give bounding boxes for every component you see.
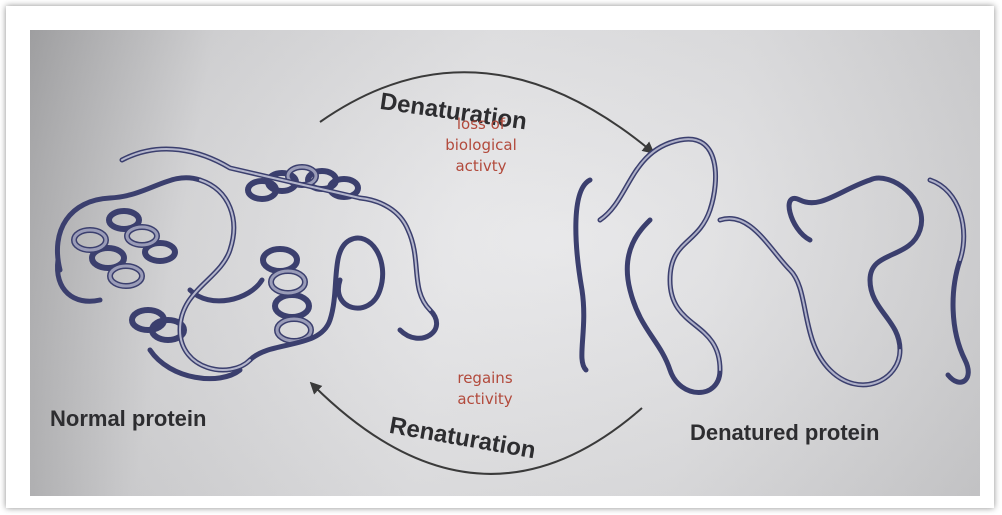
note-top-line-1: loss of bbox=[426, 114, 536, 135]
note-top-line-3: activty bbox=[426, 156, 536, 177]
note-bottom-line-2: activity bbox=[430, 389, 540, 410]
image-frame: Denaturation loss of biological activty … bbox=[6, 6, 994, 508]
loss-of-activity-note: loss of biological activty bbox=[426, 114, 536, 177]
denatured-protein-caption: Denatured protein bbox=[690, 420, 879, 446]
normal-protein-caption: Normal protein bbox=[50, 406, 206, 432]
note-top-line-2: biological bbox=[426, 135, 536, 156]
diagram-photo: Denaturation loss of biological activty … bbox=[30, 30, 980, 496]
note-bottom-line-1: regains bbox=[430, 368, 540, 389]
regains-activity-note: regains activity bbox=[430, 368, 540, 410]
normal-protein-ribbon bbox=[57, 149, 436, 379]
denatured-protein-ribbon bbox=[576, 139, 968, 392]
